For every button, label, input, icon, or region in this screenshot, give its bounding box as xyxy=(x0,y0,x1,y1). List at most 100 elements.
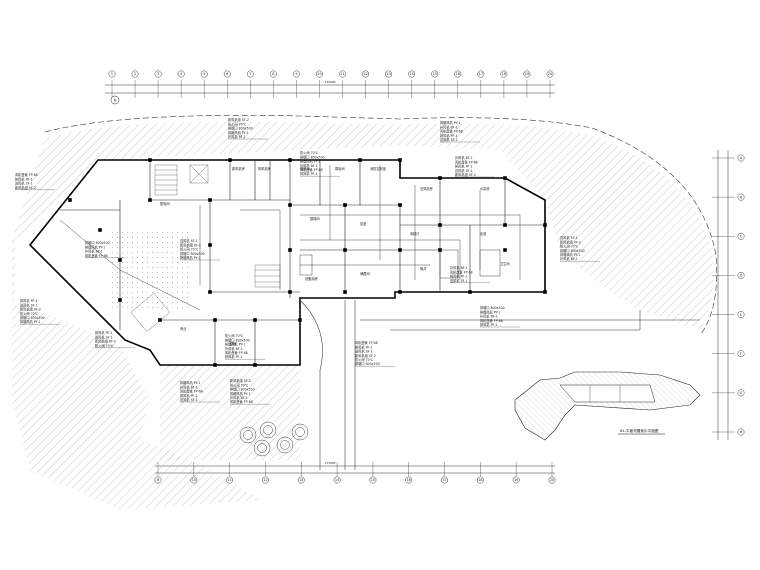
note-line: 排烟风机 PY-1 xyxy=(440,120,460,125)
axis-label: 18 xyxy=(478,478,482,482)
column xyxy=(398,290,402,294)
axis-bubble-top: 12 xyxy=(362,70,370,78)
note-line: 排烟口 800x500 xyxy=(560,248,585,253)
column xyxy=(438,176,442,180)
axis-bubble-right: A xyxy=(712,154,745,162)
note-line: 排烟风机 PY-1 xyxy=(180,255,200,260)
room-tag: 强电间 xyxy=(300,166,310,171)
column xyxy=(208,290,212,294)
note-line: 排烟风机 PY-1 xyxy=(225,342,245,347)
axis-label: 7 xyxy=(249,72,251,76)
note-line: 补风机 BF-1 xyxy=(480,314,498,319)
column xyxy=(468,290,472,294)
axis-label: 14 xyxy=(410,72,414,76)
right-dimension-lines xyxy=(717,150,729,440)
axis-bubble-bottom: 20 xyxy=(548,462,556,484)
note-line: 补风机 BF-1 xyxy=(225,346,243,351)
top-axis-ticks xyxy=(111,80,551,98)
note-line: 排风机 PF-1 xyxy=(455,164,473,169)
note-line: 防火阀 70℃ xyxy=(180,247,199,252)
axis-bubble-top: 13 xyxy=(385,70,393,78)
axis-bubble-top: 1 xyxy=(108,70,116,78)
room-tag: 卫生间 xyxy=(500,261,510,266)
axis-bubble-bottom: 15 xyxy=(369,462,377,484)
dotted-zone xyxy=(110,230,190,310)
axis-bubble-bottom: 16 xyxy=(405,462,413,484)
axis-bubble-right: F xyxy=(712,350,745,358)
room-tag: 商业 xyxy=(180,326,186,331)
axis-label: 2 xyxy=(134,72,136,76)
axis-label: 5 xyxy=(203,72,205,76)
note-line: 防火阀 70℃ xyxy=(300,150,319,155)
axis-label: 10 xyxy=(317,72,321,76)
axis-label: 9 xyxy=(295,72,297,76)
axis-label: C xyxy=(740,234,743,238)
column xyxy=(253,363,257,367)
axis-label: 13 xyxy=(386,72,390,76)
note-line: 防火阀 70℃ xyxy=(95,343,114,348)
column xyxy=(343,290,347,294)
note-line: 新风机组 XF-2 xyxy=(560,239,581,244)
note-line: 排烟口 800x500 xyxy=(228,126,253,131)
column xyxy=(208,243,212,247)
site-boundary xyxy=(44,115,717,336)
note-line: 新风机组 XF-2 xyxy=(230,378,251,383)
note-line: 排烟风机 PY-1 xyxy=(560,252,580,257)
column xyxy=(288,248,292,252)
tree xyxy=(276,436,294,454)
axis-label: D xyxy=(740,274,743,278)
note-line: 排烟风机 PY-1 xyxy=(180,380,200,385)
room-tag: 空调机房 xyxy=(420,186,433,191)
column xyxy=(398,248,402,252)
note-line: 防火阀 70℃ xyxy=(230,382,249,387)
column xyxy=(118,298,122,302)
note-line: 送风机 SF-1 xyxy=(20,302,38,307)
axis-label: 17 xyxy=(442,478,446,482)
axis-label: 12 xyxy=(363,72,367,76)
note-line: 新风机组 XF-2 xyxy=(180,242,201,247)
axis-bubble-top: 15 xyxy=(431,70,439,78)
column xyxy=(398,203,402,207)
room-tag: 厨房 xyxy=(230,341,236,346)
column xyxy=(213,363,217,367)
axis-label: 20 xyxy=(550,478,554,482)
column xyxy=(148,158,152,162)
note-line: 排烟口 800x500 xyxy=(480,305,505,310)
room-tag: 新风机房 xyxy=(232,166,245,171)
note-line: 排风机 PF-1 xyxy=(300,171,318,176)
note-line: 送风机 SF-1 xyxy=(180,397,198,402)
note-line: 防火阀 70℃ xyxy=(228,121,247,126)
column xyxy=(208,198,212,202)
north-label: N xyxy=(114,98,117,102)
column xyxy=(158,318,162,322)
column xyxy=(288,203,292,207)
column xyxy=(68,198,72,202)
axis-bubble-top: 4 xyxy=(177,70,185,78)
tree xyxy=(239,426,257,444)
axis-bubble-bottom: 13 xyxy=(297,462,305,484)
room-tag: 弱电间 xyxy=(335,166,345,171)
column xyxy=(358,158,362,162)
note-line: 送风机 SF-1 xyxy=(15,181,33,186)
axis-label: 6 xyxy=(226,72,228,76)
note-line: 补风机 BF-1 xyxy=(230,395,248,400)
top-dimension-lines xyxy=(105,84,555,94)
note-line: 排烟风机 PY-1 xyxy=(85,244,105,249)
axis-label: H xyxy=(740,430,743,434)
axis-label: 18 xyxy=(502,72,506,76)
axis-label: 13 xyxy=(299,478,303,482)
note-line: 风机盘管 FP-68 xyxy=(230,399,253,404)
column xyxy=(288,158,292,162)
note-line: 送风机 SF-1 xyxy=(95,334,113,339)
note-line: 排风机 PF-1 xyxy=(15,176,33,181)
axis-label: 8 xyxy=(272,72,274,76)
note-line: 排烟口 800x500 xyxy=(85,240,110,245)
note-line: 新风机组 XF-2 xyxy=(455,172,476,177)
